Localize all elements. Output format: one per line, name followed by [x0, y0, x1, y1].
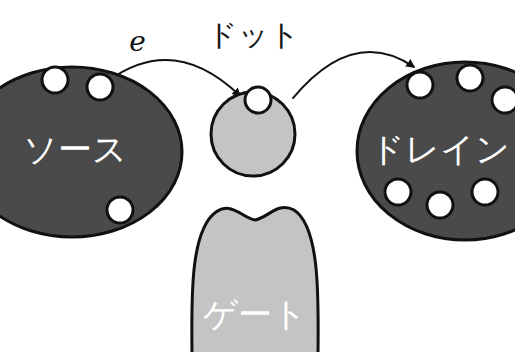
node-label: ソース: [23, 131, 127, 168]
drain-electrode: ドレイン: [355, 60, 515, 242]
electron: [457, 65, 483, 91]
electron: [472, 179, 498, 205]
gate-electrode-shape: [192, 207, 318, 352]
electron: [42, 67, 68, 93]
electron: [385, 179, 411, 205]
gate-electrode: ゲート: [180, 190, 330, 352]
electron: [245, 87, 271, 113]
quantum-dot: ドット: [205, 12, 300, 182]
node-label: ゲート: [203, 296, 307, 333]
node-label: ドレイン: [370, 131, 510, 168]
electron: [492, 87, 515, 113]
electron: [427, 192, 453, 218]
node-label: ドット: [207, 18, 300, 51]
electron: [107, 197, 133, 223]
electron: [87, 74, 113, 100]
electron: [407, 72, 433, 98]
electron-symbol: e: [129, 28, 146, 56]
source-electrode: ソース: [0, 65, 185, 240]
source-electrode-shape: [0, 67, 182, 237]
drain-electrode-shape: [357, 62, 515, 240]
